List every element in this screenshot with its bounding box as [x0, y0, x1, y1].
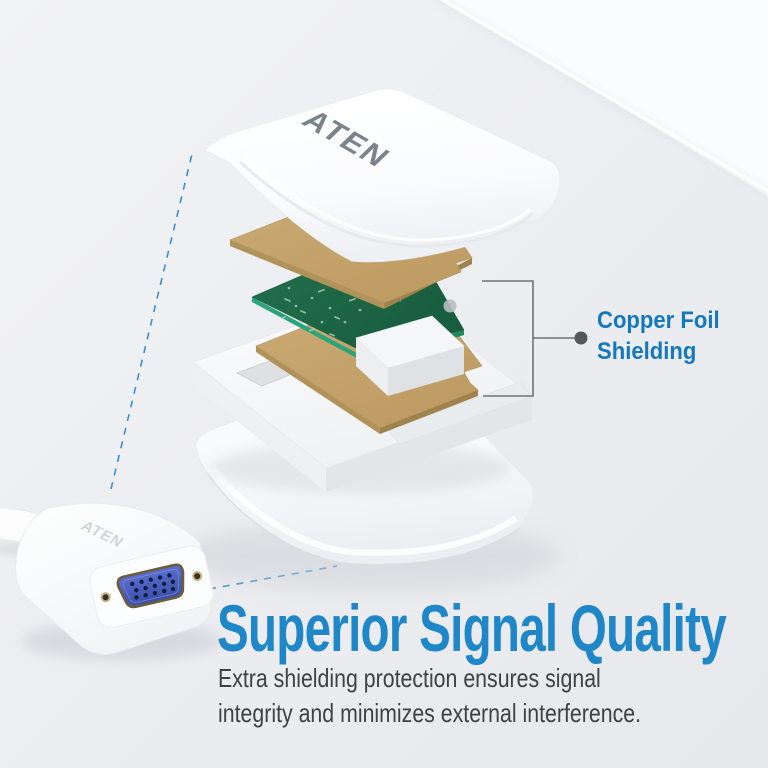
- callout-bracket: [482, 280, 575, 397]
- callout-dot: [574, 331, 588, 345]
- vga-connector-block: [355, 315, 465, 396]
- caption-body: Extra shielding protection ensures signa…: [218, 661, 641, 731]
- dashed-zoom-line-upper: [110, 153, 193, 490]
- exploded-view: [178, 88, 588, 590]
- vga-port: [116, 563, 185, 609]
- background-laptop-surface: [407, 0, 768, 201]
- headline: Superior Signal Quality: [217, 591, 727, 665]
- screw-holes: [100, 571, 203, 603]
- caption-body-line-1: Extra shielding protection ensures signa…: [218, 663, 601, 693]
- vga-adapter-product: [0, 502, 222, 660]
- adapter-face: [89, 545, 214, 628]
- vga-pins: [130, 573, 176, 600]
- callout-copper-foil-shielding: Copper Foil Shielding: [597, 305, 720, 367]
- callout-line-1: Copper Foil: [597, 307, 720, 334]
- callout-line-2: Shielding: [597, 338, 697, 365]
- caption-body-line-2: integrity and minimizes external interfe…: [218, 698, 642, 728]
- top-cover: [204, 88, 561, 263]
- pcb-pad: [443, 299, 457, 313]
